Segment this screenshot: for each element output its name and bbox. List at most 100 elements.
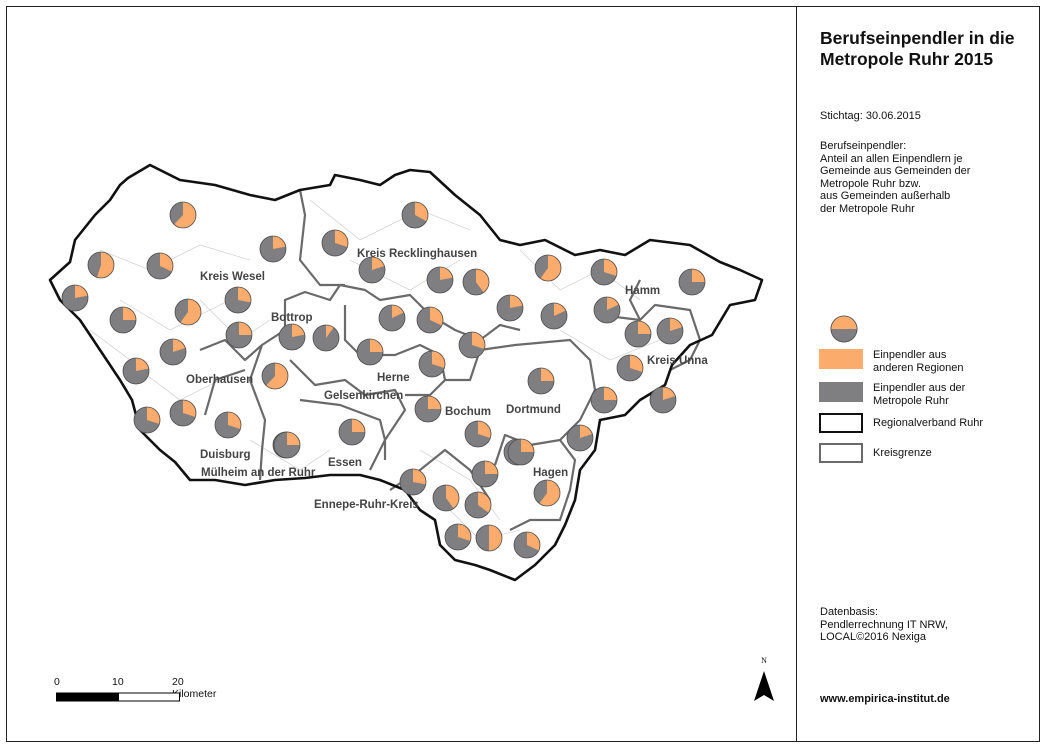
pie-slice-outside: [489, 525, 502, 551]
title-line: Metropole Ruhr 2015: [820, 49, 994, 69]
pie-slice-outside: [432, 351, 445, 369]
municipality-pie[interactable]: [590, 258, 618, 286]
municipality-pie[interactable]: [214, 411, 242, 439]
municipality-pie[interactable]: [356, 338, 384, 366]
municipality-pie[interactable]: [378, 304, 406, 332]
pie-outline: [527, 367, 555, 395]
pie-outline: [496, 294, 524, 322]
pie-slice-outside: [604, 259, 617, 277]
legend-label: Metropole Ruhr: [873, 394, 949, 407]
pie-slice-outside: [372, 257, 385, 270]
pie-outline: [273, 431, 301, 459]
pie-slice-outside: [123, 307, 136, 320]
municipality-pie[interactable]: [159, 338, 187, 366]
description-line: Metropole Ruhr bzw.: [820, 177, 921, 190]
pie-outline: [224, 286, 252, 314]
pie-slice-outside: [228, 412, 241, 430]
pie-slice-outside: [476, 269, 490, 293]
municipality-pie[interactable]: [259, 235, 287, 263]
municipality-pie[interactable]: [416, 306, 444, 334]
municipality-pie[interactable]: [540, 302, 568, 330]
municipality-pie[interactable]: [321, 229, 349, 257]
municipality-pie[interactable]: [358, 256, 386, 284]
municipality-pie[interactable]: [312, 324, 340, 352]
municipality-pie[interactable]: [471, 460, 499, 488]
municipality-pie[interactable]: [593, 296, 621, 324]
pie-outline: [356, 338, 384, 366]
municipality-pie[interactable]: [616, 354, 644, 382]
description-line: Berufseinpendler:: [820, 140, 907, 152]
municipality-pie[interactable]: [225, 321, 253, 349]
municipality-pie[interactable]: [513, 531, 541, 559]
pie-slice-outside: [541, 368, 554, 381]
municipality-pie[interactable]: [169, 201, 197, 229]
legend-item-ruhr: Einpendler aus der Metropole Ruhr: [819, 382, 965, 412]
municipality-pie[interactable]: [399, 468, 427, 496]
municipality-pie[interactable]: [656, 317, 684, 345]
pie-slice-outside: [446, 485, 459, 509]
municipality-pie[interactable]: [174, 298, 202, 326]
region-label: Kreis Unna: [647, 355, 708, 367]
pie-slice-outside: [173, 339, 186, 352]
municipality-pie[interactable]: [414, 395, 442, 423]
description-line: Gemeinde aus Gemeinden der: [820, 165, 971, 177]
municipality-pie[interactable]: [590, 386, 618, 414]
pie-outline: [122, 357, 150, 385]
municipality-pie[interactable]: [534, 254, 562, 282]
municipality-pie[interactable]: [464, 420, 492, 448]
pie-slice-outside: [413, 469, 427, 485]
north-arrow: N: [752, 656, 776, 710]
municipality-pie[interactable]: [507, 438, 535, 466]
municipality-pie[interactable]: [678, 268, 706, 296]
description: Berufseinpendler: Anteil an allen Einpen…: [820, 140, 1030, 215]
municipality-pie[interactable]: [566, 424, 594, 452]
region-label: Kreis Recklinghausen: [357, 248, 477, 260]
pie-outline: [507, 438, 535, 466]
pie-slice-outside: [352, 419, 365, 432]
municipality-pie[interactable]: [432, 484, 460, 512]
pie-outline: [214, 411, 242, 439]
pie-outline: [225, 321, 253, 349]
municipality-pie[interactable]: [401, 201, 429, 229]
municipality-pie[interactable]: [475, 524, 503, 552]
pie-slice-outside: [554, 303, 566, 316]
municipality-pie[interactable]: [426, 266, 454, 294]
pie-slice-outside: [273, 236, 286, 249]
municipality-pie[interactable]: [624, 320, 652, 348]
municipality-pie[interactable]: [61, 284, 89, 312]
municipality-pie[interactable]: [418, 350, 446, 378]
pie-slice-outside: [266, 363, 288, 390]
scale-tick-label: 0: [54, 676, 60, 688]
pie-outline: [678, 268, 706, 296]
pie-outline: [624, 320, 652, 348]
pie-outline: [261, 362, 289, 390]
municipality-pie[interactable]: [338, 418, 366, 446]
municipality-pie[interactable]: [273, 431, 301, 459]
municipality-pie[interactable]: [169, 399, 197, 427]
map-area[interactable]: Kreis Wesel Kreis Recklinghausen Bottrop…: [7, 7, 796, 741]
municipality-pie[interactable]: [278, 323, 306, 351]
municipality-pie[interactable]: [133, 406, 161, 434]
pie-slice-outside: [335, 229, 348, 248]
municipality-pie[interactable]: [496, 294, 524, 322]
municipality-pie[interactable]: [649, 386, 677, 414]
municipality-pie[interactable]: [109, 306, 137, 334]
municipality-pie[interactable]: [533, 479, 561, 507]
pie-slice-outside: [392, 305, 404, 318]
website-link[interactable]: www.empirica-institut.de: [820, 693, 950, 705]
municipality-pie[interactable]: [261, 362, 289, 390]
municipality-pie[interactable]: [458, 331, 486, 359]
municipality-pie[interactable]: [122, 357, 150, 385]
municipality-pie[interactable]: [527, 367, 555, 395]
pie-slice-outside: [326, 325, 334, 338]
municipality-pie[interactable]: [146, 252, 174, 280]
municipality-pie[interactable]: [444, 523, 472, 551]
pie-outline: [259, 235, 287, 263]
municipality-pie[interactable]: [462, 268, 490, 296]
pie-outline: [458, 331, 486, 359]
pie-outline: [616, 354, 644, 382]
municipality-pie[interactable]: [87, 251, 115, 279]
municipality-pie[interactable]: [224, 286, 252, 314]
pie-outline: [416, 306, 444, 334]
municipality-pie[interactable]: [464, 491, 492, 519]
